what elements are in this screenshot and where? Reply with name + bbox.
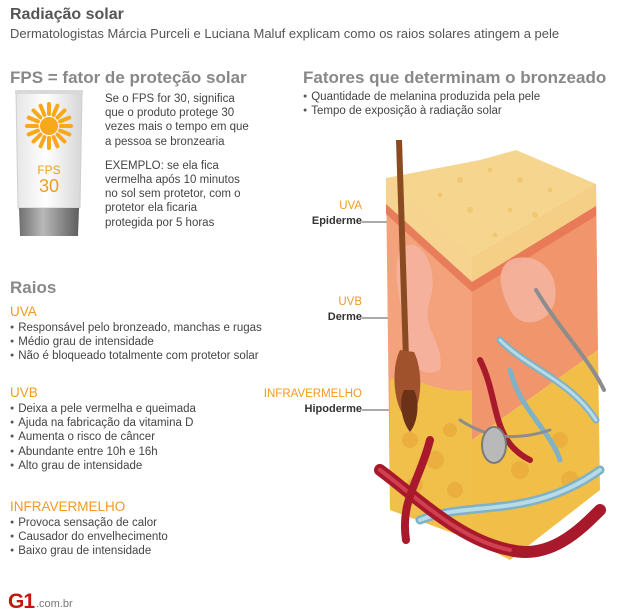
fps-example-line: EXEMPLO: se ela fica — [105, 159, 219, 172]
diagram-label-uvb: UVB — [338, 296, 362, 308]
fps-example-line: vermelha após 10 minutos — [105, 174, 240, 187]
list-item: Não é bloqueado totalmente com protetor … — [10, 349, 262, 363]
diagram-label-uva: UVA — [339, 200, 362, 212]
list-item: Alto grau de intensidade — [10, 459, 196, 473]
list-item: Quantidade de melanina produzida pela pe… — [303, 90, 540, 104]
list-item: Causador do envelhecimento — [10, 530, 168, 544]
bottle-number: 30 — [39, 176, 59, 196]
ir-list: Provoca sensação de calor Causador do en… — [10, 516, 168, 559]
diagram-label-hipoderme: Hipoderme — [304, 403, 362, 415]
uva-name: UVA — [10, 304, 37, 319]
fps-text-line: que o produto protege 30 — [105, 107, 235, 120]
list-item: Tempo de exposição à radiação solar — [303, 104, 540, 118]
g1-logo[interactable]: G1 — [8, 590, 35, 613]
epidermis-top — [386, 150, 596, 258]
fps-heading-prefix: FPS — [10, 68, 44, 87]
page-title: Radiação solar — [10, 6, 124, 23]
uvb-list: Deixa a pele vermelha e queimada Ajuda n… — [10, 402, 196, 473]
diagram-label-infravermelho: INFRAVERMELHO — [263, 388, 362, 400]
ir-name: INFRAVERMELHO — [10, 499, 126, 514]
fps-example-line: protegida por 5 horas — [105, 216, 215, 229]
uvb-name: UVB — [10, 385, 38, 400]
bottle-label: FPS — [37, 163, 60, 177]
list-item: Deixa a pele vermelha e queimada — [10, 402, 196, 416]
red-vessels — [374, 357, 606, 558]
page-subtitle: Dermatologistas Márcia Purceli e Luciana… — [10, 26, 560, 41]
sunscreen-bottle-icon: FPS 30 — [15, 90, 83, 236]
list-item: Aumenta o risco de câncer — [10, 430, 196, 444]
diagram-label-epiderme: Epiderme — [311, 215, 362, 227]
fps-example-line: no sol sem protetor, com o — [105, 188, 241, 201]
fps-heading-rest: = fator de proteção solar — [43, 68, 247, 87]
fps-heading: FPS = fator de proteção solar — [10, 68, 247, 88]
uva-list: Responsável pelo bronzeado, manchas e ru… — [10, 321, 262, 364]
fps-example-line: protetor ela ficaria — [105, 202, 198, 215]
skin-cross-section — [362, 140, 606, 560]
list-item: Baixo grau de intensidade — [10, 544, 168, 558]
rays-heading: Raios — [10, 278, 57, 297]
hair-shaft — [396, 140, 410, 390]
diagram-label-derme: Derme — [327, 311, 362, 323]
fps-text-line: a pessoa se bronzearia — [105, 135, 225, 148]
list-item: Abundante entre 10h e 16h — [10, 445, 196, 459]
list-item: Médio grau de intensidade — [10, 335, 262, 349]
logo-domain: .com.br — [36, 598, 73, 610]
list-item: Ajuda na fabricação da vitamina D — [10, 416, 196, 430]
factors-heading: Fatores que determinam o bronzeado — [303, 68, 607, 87]
list-item: Provoca sensação de calor — [10, 516, 168, 530]
list-item: Responsável pelo bronzeado, manchas e ru… — [10, 321, 262, 335]
fps-text-line: vezes mais o tempo em que — [105, 121, 249, 134]
factors-list: Quantidade de melanina produzida pela pe… — [303, 90, 540, 118]
gland — [481, 426, 507, 464]
fps-text-line: Se o FPS for 30, significa — [105, 93, 235, 105]
fps-explanation: Se o FPS for 30, significa que o produto… — [105, 92, 249, 230]
